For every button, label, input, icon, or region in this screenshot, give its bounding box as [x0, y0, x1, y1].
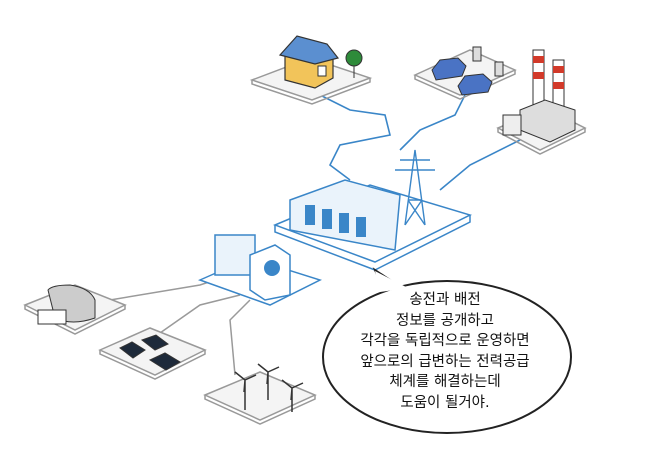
charger-icon	[494, 61, 504, 77]
solar-farm-tile	[98, 327, 207, 380]
house-tile	[249, 35, 373, 105]
bubble-line: 정보를 공개하고	[396, 312, 494, 329]
chart-icon	[264, 260, 280, 276]
car-icon	[431, 57, 467, 81]
tree-icon	[345, 49, 363, 67]
charger-icon	[472, 46, 482, 62]
wind-turbine-icon	[234, 363, 304, 412]
bubble-line: 앞으로의 급변하는 전력공급	[360, 353, 530, 370]
bubble-line: 송전과 배전	[409, 292, 481, 308]
speech-bubble-text: 송전과 배전 정보를 공개하고 각각을 독립적으로 운영하면 앞으로의 급변하는…	[318, 290, 572, 413]
substation-platform	[272, 149, 473, 271]
grid-connections-blue	[319, 94, 521, 191]
speech-bubble	[322, 267, 572, 434]
nuclear-plant-tile	[23, 284, 127, 335]
bubble-line: 도움이 될거야.	[400, 394, 490, 411]
solar-panel-icon	[119, 334, 181, 371]
car-icon	[457, 73, 493, 96]
power-plant-tile	[496, 49, 587, 155]
control-building	[214, 234, 256, 276]
transmission-tower-icon	[395, 149, 435, 226]
bubble-line: 각각을 독립적으로 운영하면	[360, 333, 530, 349]
control-center-platform	[197, 234, 322, 306]
ev-charging-tile	[413, 46, 517, 100]
wind-farm-tile	[203, 363, 317, 425]
bubble-line: 체계를 해결하는데	[389, 374, 501, 390]
